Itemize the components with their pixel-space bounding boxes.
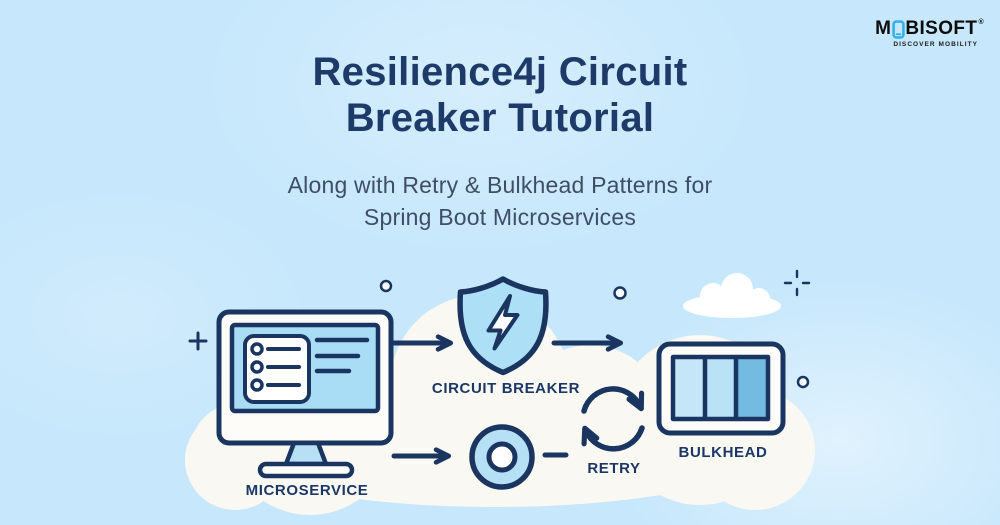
small-cloud-decoration	[683, 273, 781, 318]
circuit-breaker-label: CIRCUIT BREAKER	[431, 380, 581, 397]
sparkle-decoration	[783, 269, 811, 297]
title-line-2: Breaker Tutorial	[345, 96, 655, 140]
logo-prefix: M	[875, 18, 892, 39]
retry-arrows-icon	[581, 386, 645, 452]
monitor-stand	[283, 440, 329, 467]
page-subtitle: Along with Retry & Bulkhead Patterns for…	[0, 169, 1000, 233]
circle-decoration	[379, 279, 393, 293]
microservice-monitor-icon	[216, 309, 394, 479]
mobisoft-logo: M BISOFT ® DISCOVER MOBILITY	[875, 18, 984, 49]
bulkhead-icon	[656, 341, 786, 436]
bulkhead-label: BULKHEAD	[678, 444, 768, 461]
page-title: Resilience4j Circuit Breaker Tutorial	[0, 49, 1000, 141]
circle-decoration	[796, 375, 810, 389]
subtitle-line-1: Along with Retry & Bulkhead Patterns for	[287, 172, 713, 198]
logo-suffix: BISOFT	[905, 18, 978, 39]
service-port-icon	[469, 424, 535, 490]
microservice-label: MICROSERVICE	[245, 482, 369, 499]
circle-decoration	[613, 286, 627, 300]
plus-decoration	[188, 331, 208, 351]
retry-label: RETRY	[587, 460, 641, 477]
logo-tagline: DISCOVER MOBILITY	[893, 41, 978, 48]
phone-icon	[892, 19, 905, 39]
title-line-1: Resilience4j Circuit	[312, 50, 688, 94]
subtitle-line-2: Spring Boot Microservices	[363, 204, 637, 230]
lightning-bolt-icon	[486, 294, 520, 351]
registered-mark: ®	[978, 19, 984, 26]
monitor-base	[257, 461, 355, 479]
circuit-breaker-shield-icon	[457, 276, 549, 376]
